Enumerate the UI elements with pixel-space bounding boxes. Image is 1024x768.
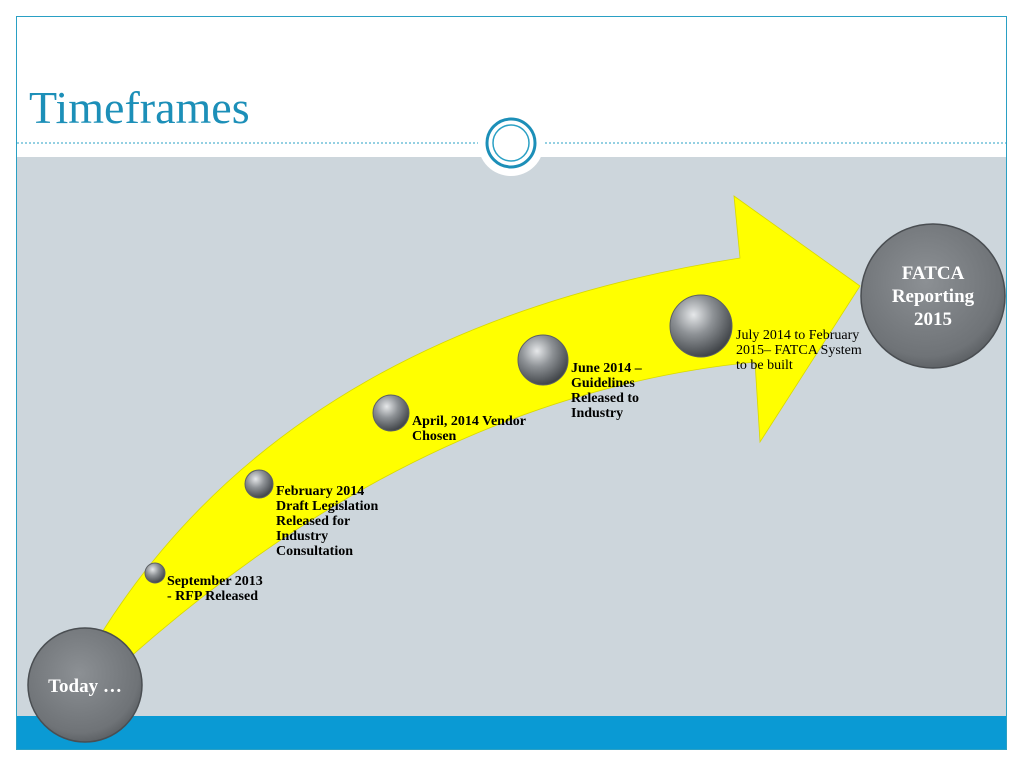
milestone-label-1: September 2013 - RFP Released xyxy=(167,574,263,604)
ring-ornament-inner xyxy=(492,124,530,162)
milestone-dot-4 xyxy=(517,334,569,386)
milestone-dot-1 xyxy=(144,562,166,584)
timeline-arrow xyxy=(89,195,861,669)
milestone-label-4: June 2014 – Guidelines Released to Indus… xyxy=(571,361,642,421)
end-node-circle xyxy=(860,223,1006,369)
start-node-label: Today … xyxy=(48,675,122,697)
milestone-label-5: July 2014 to February 2015– FATCA System… xyxy=(736,328,862,373)
start-node-circle xyxy=(27,627,143,743)
milestone-label-2: February 2014 Draft Legislation Released… xyxy=(276,484,379,559)
end-node-label: FATCA Reporting 2015 xyxy=(891,262,975,330)
milestone-dot-5 xyxy=(669,294,733,358)
milestone-dot-2 xyxy=(244,469,274,499)
bottom-bar xyxy=(17,716,1006,749)
milestone-dot-3 xyxy=(372,394,410,432)
page-title: Timeframes xyxy=(29,82,250,133)
milestone-label-3: April, 2014 Vendor Chosen xyxy=(412,414,526,444)
content-area xyxy=(17,157,1006,716)
